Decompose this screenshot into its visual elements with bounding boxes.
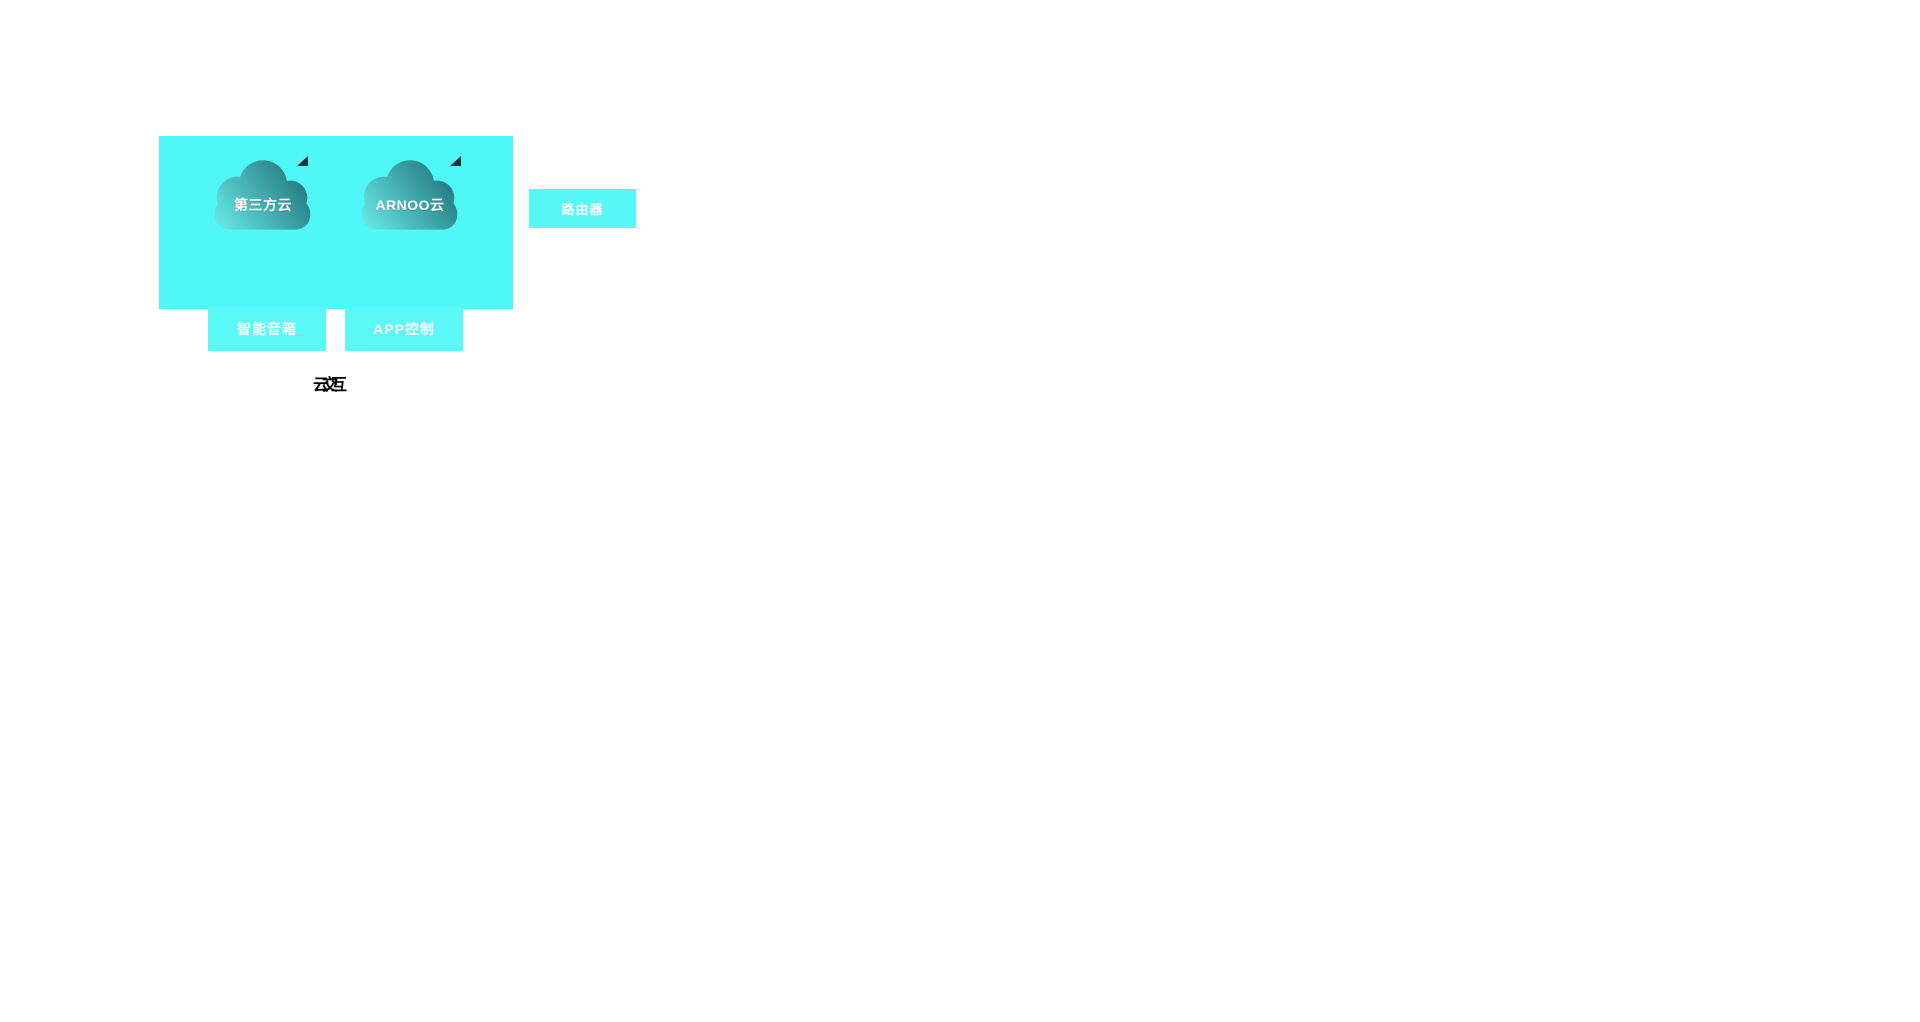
cloud-panel: 第三方云 ARNOO云 [159, 136, 513, 309]
arrowhead-icon [450, 156, 461, 166]
third-party-cloud-label: 第三方云 [234, 197, 292, 213]
cloud-icon [361, 160, 458, 230]
arnoo-cloud-label: ARNOO云 [375, 197, 445, 213]
router-button[interactable]: 路由器 [529, 189, 636, 228]
arnoo-cloud-node: ARNOO云 [357, 155, 463, 233]
app-control-button[interactable]: APP控制 [345, 307, 463, 351]
cloud-icon [214, 160, 311, 230]
third-party-cloud-node: 第三方云 [210, 155, 316, 233]
smart-speaker-button[interactable]: 智能音箱 [208, 307, 326, 351]
cloud-interaction-label: 云交互 [313, 375, 347, 394]
arrowhead-icon [297, 156, 308, 166]
